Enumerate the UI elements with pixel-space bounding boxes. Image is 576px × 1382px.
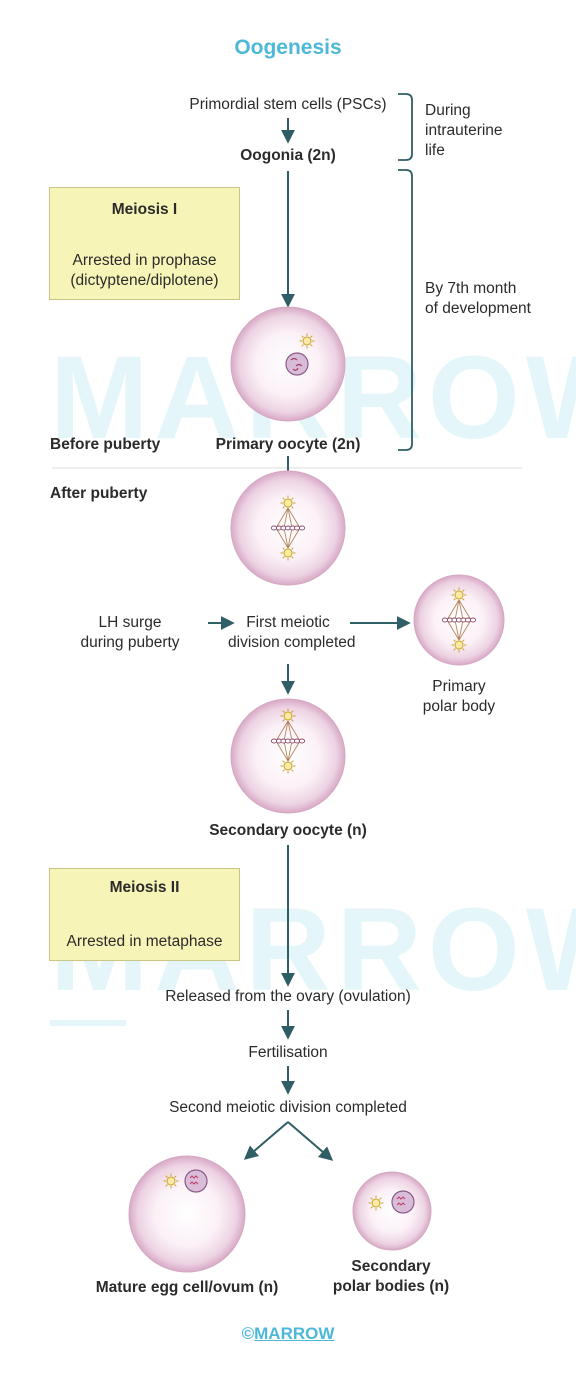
label-oogonia: Oogonia (2n) bbox=[240, 147, 336, 164]
primary-polar-body-cell bbox=[413, 574, 505, 666]
secondary-oocyte-cell bbox=[230, 698, 346, 814]
label-before-puberty: Before puberty bbox=[50, 436, 161, 453]
meiosis1-line2: (dictyptene/diplotene) bbox=[70, 272, 219, 289]
label-lh-surge-1: LH surge bbox=[98, 614, 162, 631]
label-mature-egg: Mature egg cell/ovum (n) bbox=[95, 1279, 279, 1296]
meiosis2-title: Meiosis II bbox=[109, 879, 180, 896]
meiosis2-note: Meiosis II Arrested in metaphase bbox=[49, 868, 240, 961]
label-primary-oocyte: Primary oocyte (2n) bbox=[215, 436, 361, 453]
label-first-division-1: First meiotic bbox=[246, 614, 330, 631]
watermark-accent bbox=[50, 1020, 126, 1026]
arrow-second-polar bbox=[287, 1121, 334, 1161]
label-first-division-2: division completed bbox=[228, 634, 356, 651]
label-seventh-month-2: of development bbox=[425, 300, 531, 317]
footer-brand: MARROW bbox=[254, 1324, 335, 1343]
brace-intrauterine bbox=[398, 93, 413, 161]
label-seventh-month-1: By 7th month bbox=[425, 280, 517, 297]
label-intrauterine-1: During bbox=[425, 102, 471, 119]
arrow-second-ovum bbox=[243, 1121, 289, 1160]
primary-oocyte-after-puberty-cell bbox=[230, 470, 346, 586]
meiosis1-line1: Arrested in prophase bbox=[72, 252, 217, 269]
copyright-symbol: © bbox=[241, 1324, 255, 1343]
label-secondary-polar-2: polar bodies (n) bbox=[332, 1278, 450, 1295]
label-intrauterine-2: intrauterine bbox=[425, 122, 503, 139]
mature-egg-cell bbox=[128, 1155, 246, 1273]
label-primary-polar-1: Primary bbox=[432, 678, 486, 695]
label-secondary-polar-1: Secondary bbox=[351, 1258, 431, 1275]
label-released: Released from the ovary (ovulation) bbox=[165, 988, 411, 1005]
label-psc: Primordial stem cells (PSCs) bbox=[189, 96, 387, 113]
label-fertilisation: Fertilisation bbox=[248, 1044, 328, 1061]
secondary-polar-body-cell bbox=[352, 1171, 432, 1251]
label-after-puberty: After puberty bbox=[50, 485, 148, 502]
page-title: Oogenesis bbox=[234, 36, 342, 59]
footer-copyright: ©MARROW bbox=[0, 1324, 576, 1344]
label-second-division: Second meiotic division completed bbox=[169, 1099, 407, 1116]
meiosis1-title: Meiosis I bbox=[111, 201, 178, 218]
label-lh-surge-2: during puberty bbox=[80, 634, 180, 651]
label-secondary-oocyte: Secondary oocyte (n) bbox=[209, 822, 367, 839]
brace-seventh-month bbox=[398, 169, 413, 451]
label-primary-polar-2: polar body bbox=[422, 698, 496, 715]
primary-oocyte-cell bbox=[230, 306, 346, 422]
meiosis2-line1: Arrested in metaphase bbox=[66, 933, 223, 950]
label-intrauterine-3: life bbox=[425, 142, 445, 159]
meiosis1-note: Meiosis I Arrested in prophase (dictypte… bbox=[49, 187, 240, 300]
